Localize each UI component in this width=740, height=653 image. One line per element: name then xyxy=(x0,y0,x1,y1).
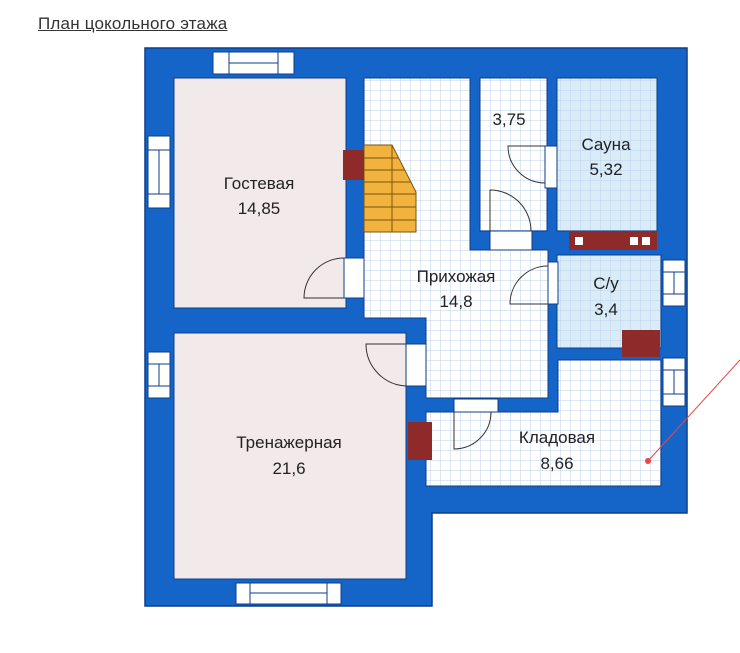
sauna-area: 5,32 xyxy=(589,160,622,179)
wc-name: С/у xyxy=(593,274,619,293)
sauna-name: Сауна xyxy=(581,135,631,154)
chimney-gym xyxy=(408,422,432,460)
staircase xyxy=(363,144,417,233)
door-storage xyxy=(453,398,499,450)
window-wc-right xyxy=(662,259,686,307)
guest-room-name: Гостевая xyxy=(224,174,295,193)
door-closet xyxy=(489,189,533,251)
storage-floor xyxy=(425,359,662,487)
gym-room-name: Тренажерная xyxy=(236,433,342,452)
door-gym xyxy=(365,343,427,387)
door-guest xyxy=(303,257,365,299)
page-title[interactable]: План цокольного этажа xyxy=(38,14,228,33)
closet-area: 3,75 xyxy=(492,110,525,129)
sauna-stove xyxy=(569,232,657,250)
sauna-floor xyxy=(556,77,658,232)
wc-area: 3,4 xyxy=(594,300,618,319)
window-gym-bottom xyxy=(235,582,342,605)
storage-area: 8,66 xyxy=(540,454,573,473)
window-guest-top xyxy=(212,51,295,75)
door-sauna xyxy=(507,145,558,189)
gym-room-floor xyxy=(173,332,407,580)
window-storage-right xyxy=(662,357,686,407)
window-guest-left xyxy=(147,135,171,209)
pointer-dot xyxy=(645,458,651,464)
hall-floor xyxy=(363,77,549,399)
guest-room-area: 14,85 xyxy=(238,199,281,218)
hall-name: Прихожая xyxy=(417,267,496,286)
chimney-wc xyxy=(622,330,660,357)
chimney-hall xyxy=(343,150,364,180)
guest-room-floor xyxy=(173,77,347,309)
storage-name: Кладовая xyxy=(519,428,595,447)
window-gym-left xyxy=(147,351,171,399)
door-wc xyxy=(509,261,559,305)
hall-area: 14,8 xyxy=(439,292,472,311)
pointer-line xyxy=(647,359,740,462)
gym-room-area: 21,6 xyxy=(272,459,305,478)
